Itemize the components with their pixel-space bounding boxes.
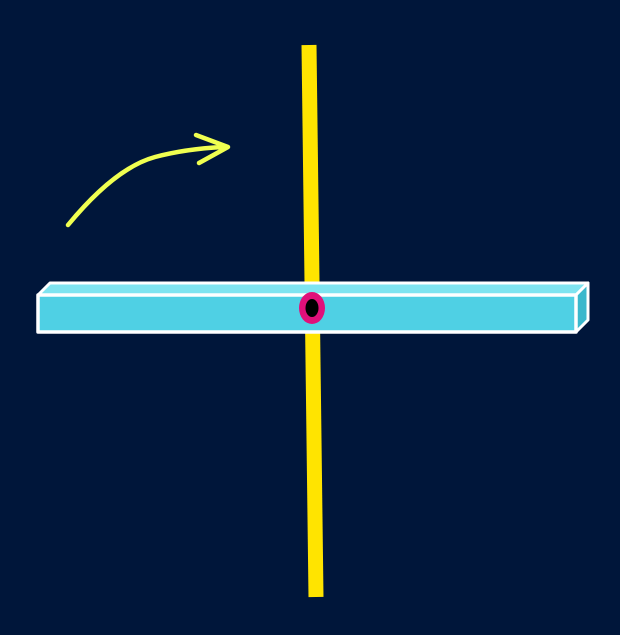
pivot-point [305, 299, 319, 317]
rotation-arrow-head-icon [193, 132, 231, 166]
rotation-direction-arrow [65, 144, 225, 228]
rotating-bar [36, 293, 578, 334]
